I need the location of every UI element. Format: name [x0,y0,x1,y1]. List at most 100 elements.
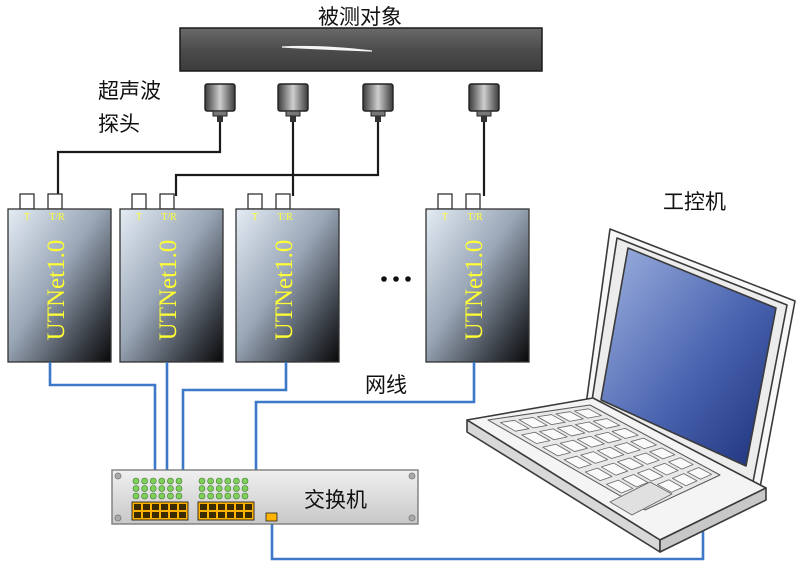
keyboard-key [574,421,603,433]
status-led [132,477,140,485]
status-led [215,485,223,492]
status-led [224,492,232,500]
keyboard-key [500,419,530,432]
status-led [175,477,183,485]
keyboard-key [518,417,548,429]
status-led [233,485,240,492]
keyboard-key [584,467,613,482]
keyboard-key [652,462,679,476]
switch-port [143,504,150,510]
keyboard-key [649,447,676,460]
keyboard-key [672,473,698,487]
defect-mark [281,45,373,52]
switch-port [236,504,243,510]
ultrasonic-probe-icon [468,83,500,122]
module-name: UTNet1.0 [155,240,182,341]
switch-port [179,504,186,510]
keyboard-key [637,468,664,482]
switch-port [152,512,159,518]
status-led [198,477,206,485]
switch-port [236,512,243,518]
switch-port [179,512,186,518]
keyboard-key [580,451,608,464]
status-led [241,477,249,485]
keyboard-key [613,442,641,454]
status-led [241,485,249,492]
network-cable-label: 网线 [365,373,407,397]
keyboard-key [668,457,694,470]
switch-port [134,504,141,510]
status-led [141,485,148,492]
keyboard-key [559,439,588,452]
status-led [149,485,157,492]
switch-label: 交换机 [304,488,367,512]
keyboard-key [563,455,592,469]
probe-cables [56,122,486,196]
keyboard-key [537,414,566,426]
switch-port [209,504,216,510]
port-tr-label: T/R [49,212,65,223]
ultrasonic-probes [204,83,500,122]
switch-port [161,512,168,518]
probe-label-line2: 探头 [98,112,140,136]
laptop-icon [466,228,796,553]
status-led [149,492,157,500]
ipc-label: 工控机 [663,190,726,214]
port-tr-label: T/R [277,212,293,223]
switch-port [218,512,225,518]
switch-port [170,512,177,518]
ultrasonic-probe-icon [277,83,309,122]
ellipsis-dots [381,276,411,282]
keyboard-key [594,431,622,444]
port-tr-label: T/R [467,212,483,223]
ultrasonic-probe-icon [362,83,394,122]
status-led [141,492,148,500]
ultrasonic-probe-icon [204,83,236,122]
status-led [233,492,240,500]
keyboard-key [557,425,586,437]
status-led [149,477,157,485]
port-t-label: T [136,212,142,223]
switch-port [200,512,207,518]
status-led [158,477,166,485]
keyboard-key [617,457,644,471]
test-object [179,27,543,72]
status-led [167,477,174,485]
uplink-port [265,512,278,522]
keyboard-key [611,427,639,439]
status-led [207,477,214,485]
port-t-label: T [252,212,258,223]
keyboard-key [521,431,551,444]
status-led [141,477,148,485]
port-t-label: T [24,212,30,223]
keyboard-key [633,452,660,465]
keyboard-key [539,428,568,441]
keyboard-key [621,474,649,488]
port-t-label: T [442,212,448,223]
status-led [233,477,240,485]
status-led [207,492,214,500]
probe-label-line1: 超声波 [98,79,161,103]
status-led [167,492,174,500]
keyboard-keys [500,408,712,506]
status-led [215,492,223,500]
switch-ports [131,501,255,521]
switch-port [209,512,216,518]
status-led [167,485,174,492]
keyboard-key [600,462,629,476]
switch-port [143,512,150,518]
switch-port [218,504,225,510]
switch-port [134,512,141,518]
module-name: UTNet1.0 [43,240,70,341]
switch-port [152,504,159,510]
network-switch-icon [111,469,419,525]
status-led [175,485,183,492]
status-led [158,492,166,500]
keyboard-key [574,408,602,419]
switch-port [227,512,234,518]
status-led [224,485,232,492]
module-name: UTNet1.0 [271,240,298,341]
